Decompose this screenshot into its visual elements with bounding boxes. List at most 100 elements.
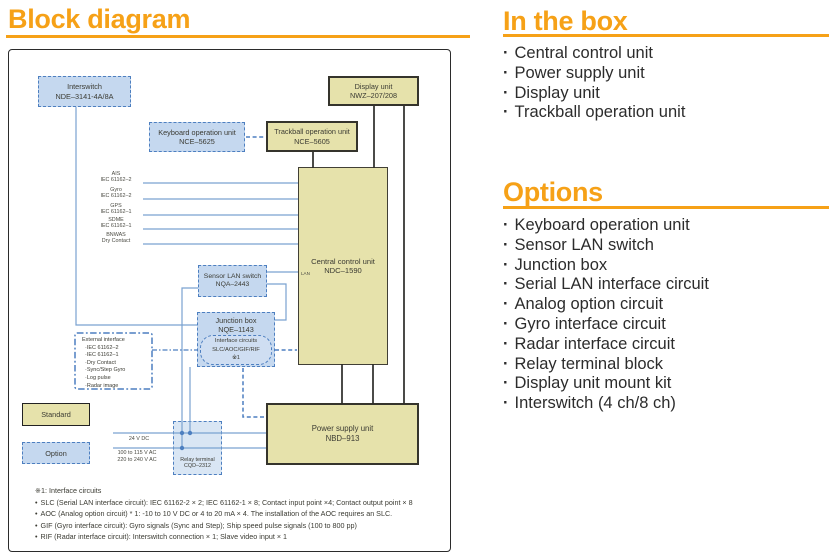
interface-circuits-note: ※1: [231, 355, 241, 362]
keyboard-unit-box: Keyboard operation unit NCE–5625: [149, 122, 245, 152]
sensor-lan-switch-name: Sensor LAN switch: [203, 272, 262, 280]
footnotes: ※1: Interface circuits •SLC (Serial LAN …: [35, 485, 447, 543]
signal-standard: IEC 61162–1: [100, 223, 132, 230]
bullet-icon: ·: [503, 63, 509, 82]
bullet-icon: ·: [503, 394, 509, 413]
ac-voltage-label: 100 to 115 V AC 220 to 240 V AC: [103, 450, 171, 463]
footnote-item: •GIF (Gyro interface circuit): Gyro sign…: [35, 520, 357, 530]
junction-box: Junction box NQE–1143 Interface circuits…: [197, 312, 275, 367]
sensor-lan-switch-model: NQA–2443: [215, 281, 250, 288]
options-title: Options: [503, 177, 603, 207]
in-the-box-item: ·Central control unit: [503, 44, 653, 62]
interface-circuits-label: Interface circuits: [214, 338, 258, 345]
bullet-icon: •: [35, 497, 38, 507]
options-list: ·Keyboard operation unit·Sensor LAN swit…: [503, 216, 830, 414]
trackball-unit-name: Trackball operation unit: [274, 127, 350, 137]
legend-option-box: Option: [22, 442, 90, 464]
signal-standard: IEC 61162–1: [100, 209, 132, 216]
bullet-icon: •: [35, 532, 38, 542]
options-item: ·Junction box: [503, 255, 608, 274]
display-unit-model: NWZ–207/208: [349, 91, 398, 100]
footnote-items: •SLC (Serial LAN interface circuit): IEC…: [35, 497, 447, 543]
central-control-unit-model: NDC–1590: [324, 266, 362, 275]
relay-terminal-box: Relay terminal CQD–2312: [173, 421, 222, 475]
in-the-box-item: ·Power supply unit: [503, 63, 645, 82]
power-supply-unit-model: NBD–913: [325, 434, 360, 443]
bullet-icon: ·: [503, 255, 509, 274]
options-underline: [503, 206, 829, 209]
interswitch-box: Interswitch NDE–3141-4A/8A: [38, 76, 131, 107]
interswitch-model: NDE–3141-4A/8A: [55, 91, 114, 101]
bullet-icon: •: [35, 520, 38, 530]
in-the-box-title: In the box: [503, 6, 628, 36]
interface-circuits-box: Interface circuits SLC/AOC/GIF/RIF ※1: [200, 335, 272, 365]
display-unit-name: Display unit: [354, 81, 393, 91]
legend-standard-box: Standard: [22, 403, 90, 426]
trackball-unit-box: Trackball operation unit NCE–5605: [266, 121, 358, 152]
in-the-box-underline: [503, 34, 829, 37]
dc-voltage-label: 24 V DC: [128, 436, 150, 442]
external-interface-item: ·Dry Contact: [85, 359, 116, 366]
footnote-item: •AOC (Analog option circuit) * 1: -10 to…: [35, 509, 393, 519]
options-item: ·Radar interface circuit: [503, 334, 675, 353]
bullet-icon: ·: [503, 275, 509, 294]
bullet-icon: ·: [503, 83, 509, 102]
footnote-item: •RIF (Radar interface circuit): Interswi…: [35, 532, 288, 542]
external-interface-item: ·IEC 61162–1: [85, 352, 119, 359]
central-control-unit-box: Central control unit NDC–1590: [298, 167, 388, 365]
bullet-icon: ·: [503, 44, 509, 62]
legend-standard-label: Standard: [41, 410, 71, 419]
bullet-icon: ·: [503, 314, 509, 333]
in-the-box-list: ·Central control unit·Power supply unit·…: [503, 44, 830, 123]
power-supply-unit-box: Power supply unit NBD–913: [266, 403, 419, 465]
bullet-icon: ·: [85, 352, 87, 359]
options-item: ·Display unit mount kit: [503, 374, 672, 393]
footnote-title: ※1: Interface circuits: [35, 486, 102, 495]
bullet-icon: ·: [503, 216, 509, 234]
junction-box-name: Junction box: [215, 316, 257, 325]
bullet-icon: ·: [85, 367, 87, 374]
central-control-unit-name: Central control unit: [311, 256, 375, 266]
interswitch-name: Interswitch: [67, 82, 102, 92]
bullet-icon: ·: [503, 235, 509, 254]
keyboard-unit-name: Keyboard operation unit: [158, 127, 236, 137]
bullet-icon: ·: [503, 295, 509, 314]
external-interface-item: ·Log pulse: [85, 374, 111, 381]
bullet-icon: ·: [85, 374, 87, 381]
ac-voltage-line2: 220 to 240 V AC: [117, 456, 157, 463]
external-interface-box: External interface ·IEC 61162–2·IEC 6116…: [75, 333, 152, 389]
bullet-icon: ·: [85, 344, 87, 351]
external-interface-item: ·Radar image: [85, 382, 119, 389]
bullet-icon: ·: [503, 354, 509, 373]
trackball-unit-model: NCE–5605: [294, 136, 330, 146]
options-item: ·Sensor LAN switch: [503, 235, 654, 254]
options-item: ·Keyboard operation unit: [503, 216, 690, 234]
lan-port-label: LAN: [301, 271, 310, 276]
interface-circuits-types: SLC/AOC/GIF/RIF: [212, 346, 260, 353]
signal-standard: IEC 61162–2: [100, 193, 132, 200]
junction-box-model: NQE–1143: [218, 325, 254, 335]
display-unit-box: Display unit NWZ–207/208: [328, 76, 419, 106]
relay-terminal-name: Relay terminal: [180, 456, 215, 463]
bullet-icon: ·: [503, 374, 509, 393]
bullet-icon: ·: [503, 103, 509, 122]
bullet-icon: •: [35, 509, 38, 519]
title-underline: [6, 35, 470, 38]
bullet-icon: ·: [85, 359, 87, 366]
relay-terminal-model: CQD–2312: [184, 463, 211, 470]
in-the-box-item: ·Display unit: [503, 83, 600, 102]
in-the-box-item: ·Trackball operation unit: [503, 103, 686, 122]
options-item: ·Relay terminal block: [503, 354, 664, 373]
options-item: ·Interswitch (4 ch/8 ch): [503, 394, 676, 413]
page-title: Block diagram: [8, 4, 191, 34]
options-item: ·Analog option circuit: [503, 295, 664, 314]
power-supply-unit-name: Power supply unit: [311, 424, 374, 434]
external-interface-items: ·IEC 61162–2·IEC 61162–1·Dry Contact·Syn…: [82, 345, 152, 391]
options-item: ·Gyro interface circuit: [503, 314, 666, 333]
sensor-lan-switch-box: Sensor LAN switch NQA–2443: [198, 265, 267, 297]
